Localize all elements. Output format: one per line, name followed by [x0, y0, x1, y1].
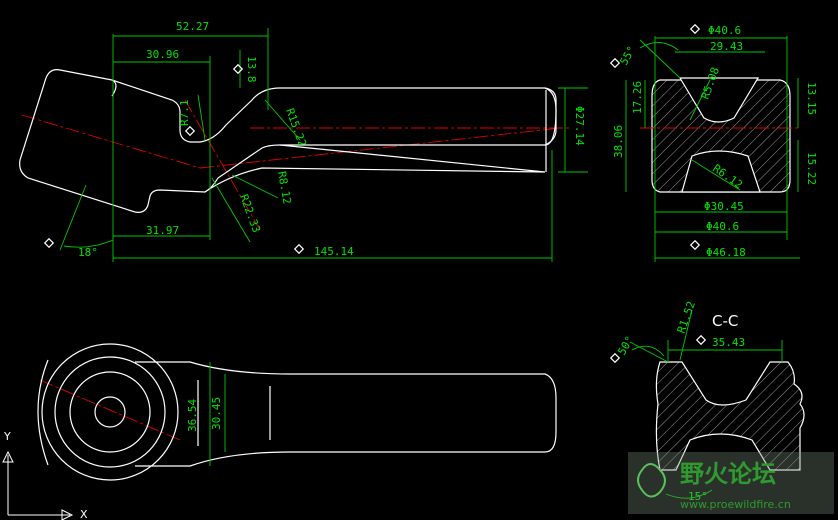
leader-r22-33 [211, 177, 251, 243]
dim-30-45: 30.45 [210, 397, 223, 430]
head-inner-circle [69, 371, 151, 453]
head-outer-circle [41, 343, 179, 481]
dim-phi46-18: Φ46.18 [706, 246, 746, 259]
ext-line-18deg [59, 184, 87, 251]
dim-r8-12: R8.12 [275, 170, 294, 205]
dim-15-22: 15.22 [805, 152, 818, 185]
dim-31-97: 31.97 [146, 224, 179, 237]
leader-r5-08 [689, 79, 711, 121]
dim-50deg: 50° [615, 334, 636, 358]
shaft-outline-top [135, 361, 557, 467]
top-view: 36.54 30.45 Y X [2, 343, 557, 520]
arc-55deg [639, 42, 679, 51]
dim-phi40-6-bot: Φ40.6 [706, 220, 739, 233]
ucs-arrows-icon [2, 450, 74, 520]
dim-phi30-45: Φ30.45 [704, 200, 744, 213]
axis-x-label: X [80, 508, 88, 520]
watermark-logo-icon [637, 463, 666, 498]
dim-phi27-14: Φ27.14 [573, 106, 586, 146]
bottom-groove [681, 150, 761, 193]
dim-35-43: 35.43 [712, 336, 745, 349]
head-circle [54, 356, 166, 468]
dim-30-96: 30.96 [146, 48, 179, 61]
arc-50deg [631, 345, 665, 357]
dim-52-27: 52.27 [176, 20, 209, 33]
ref-point-icon [232, 63, 244, 75]
ref-point-icon [293, 243, 305, 255]
section-view: Φ40.6 29.43 55° R5.08 17.26 13.15 38.06 … [609, 23, 818, 262]
ref-point-icon [43, 237, 55, 249]
dim-13-15: 13.15 [805, 82, 818, 115]
dim-145-14: 145.14 [314, 245, 354, 258]
top-groove [678, 77, 760, 123]
dim-r1-52: R1.52 [675, 299, 699, 335]
dim-15deg: 15° [688, 490, 708, 503]
ref-point-icon [689, 239, 701, 251]
arc-15deg [665, 489, 713, 499]
dim-18deg: 18° [78, 246, 98, 259]
arc-18deg [63, 239, 114, 248]
section-cc-hatch [655, 361, 805, 471]
dim-55deg: 55° [617, 44, 638, 68]
ref-point-icon [695, 334, 707, 346]
dim-29-43: 29.43 [710, 40, 743, 53]
watermark-url: www.proewildfire.cn [680, 498, 791, 511]
axis-y-label: Y [3, 430, 11, 443]
section-cc-title: C-C [712, 312, 738, 330]
dim-phi40-6-top: Φ40.6 [708, 24, 741, 37]
dim-13-8: 13.8 [245, 56, 258, 83]
leader-r7-1 [197, 94, 206, 141]
shaft-tip [544, 87, 557, 146]
top-centerline [39, 379, 181, 441]
section-hatch [651, 79, 791, 193]
dim-r22-33: R22.33 [237, 193, 263, 235]
front-view: 52.27 30.96 13.8 R7.1 R15.22 Φ27.14 R8.1… [19, 20, 588, 262]
dim-r7-1: R7.1 [178, 100, 191, 127]
neck-centerline [184, 99, 261, 231]
watermark-text: 野火论坛 [680, 460, 776, 488]
shaft-centerline-link [199, 127, 561, 169]
head-centerline [21, 114, 201, 169]
ref-point-icon [609, 57, 621, 69]
ext-line-55deg [639, 39, 681, 79]
head-hole [94, 396, 126, 428]
section-cc-view: C-C 50° R1.52 35.43 15° [609, 299, 805, 503]
ref-point-icon [184, 125, 196, 137]
dim-36-54: 36.54 [186, 399, 199, 432]
ext-line-50deg [629, 341, 669, 363]
leader-r8-12 [231, 174, 279, 199]
dim-17-26: 17.26 [631, 81, 644, 114]
watermark-panel [628, 452, 834, 514]
leader-r6-12 [691, 159, 741, 191]
leader-r1-52 [679, 309, 693, 361]
ref-point-icon [689, 23, 701, 35]
dim-38-06: 38.06 [612, 125, 625, 158]
dim-r15-22: R15.22 [283, 107, 309, 149]
leader-r15-22 [264, 99, 301, 141]
head-back-edge [37, 359, 49, 466]
ref-point-icon [609, 352, 621, 364]
watermark: 野火论坛 www.proewildfire.cn [628, 452, 834, 514]
